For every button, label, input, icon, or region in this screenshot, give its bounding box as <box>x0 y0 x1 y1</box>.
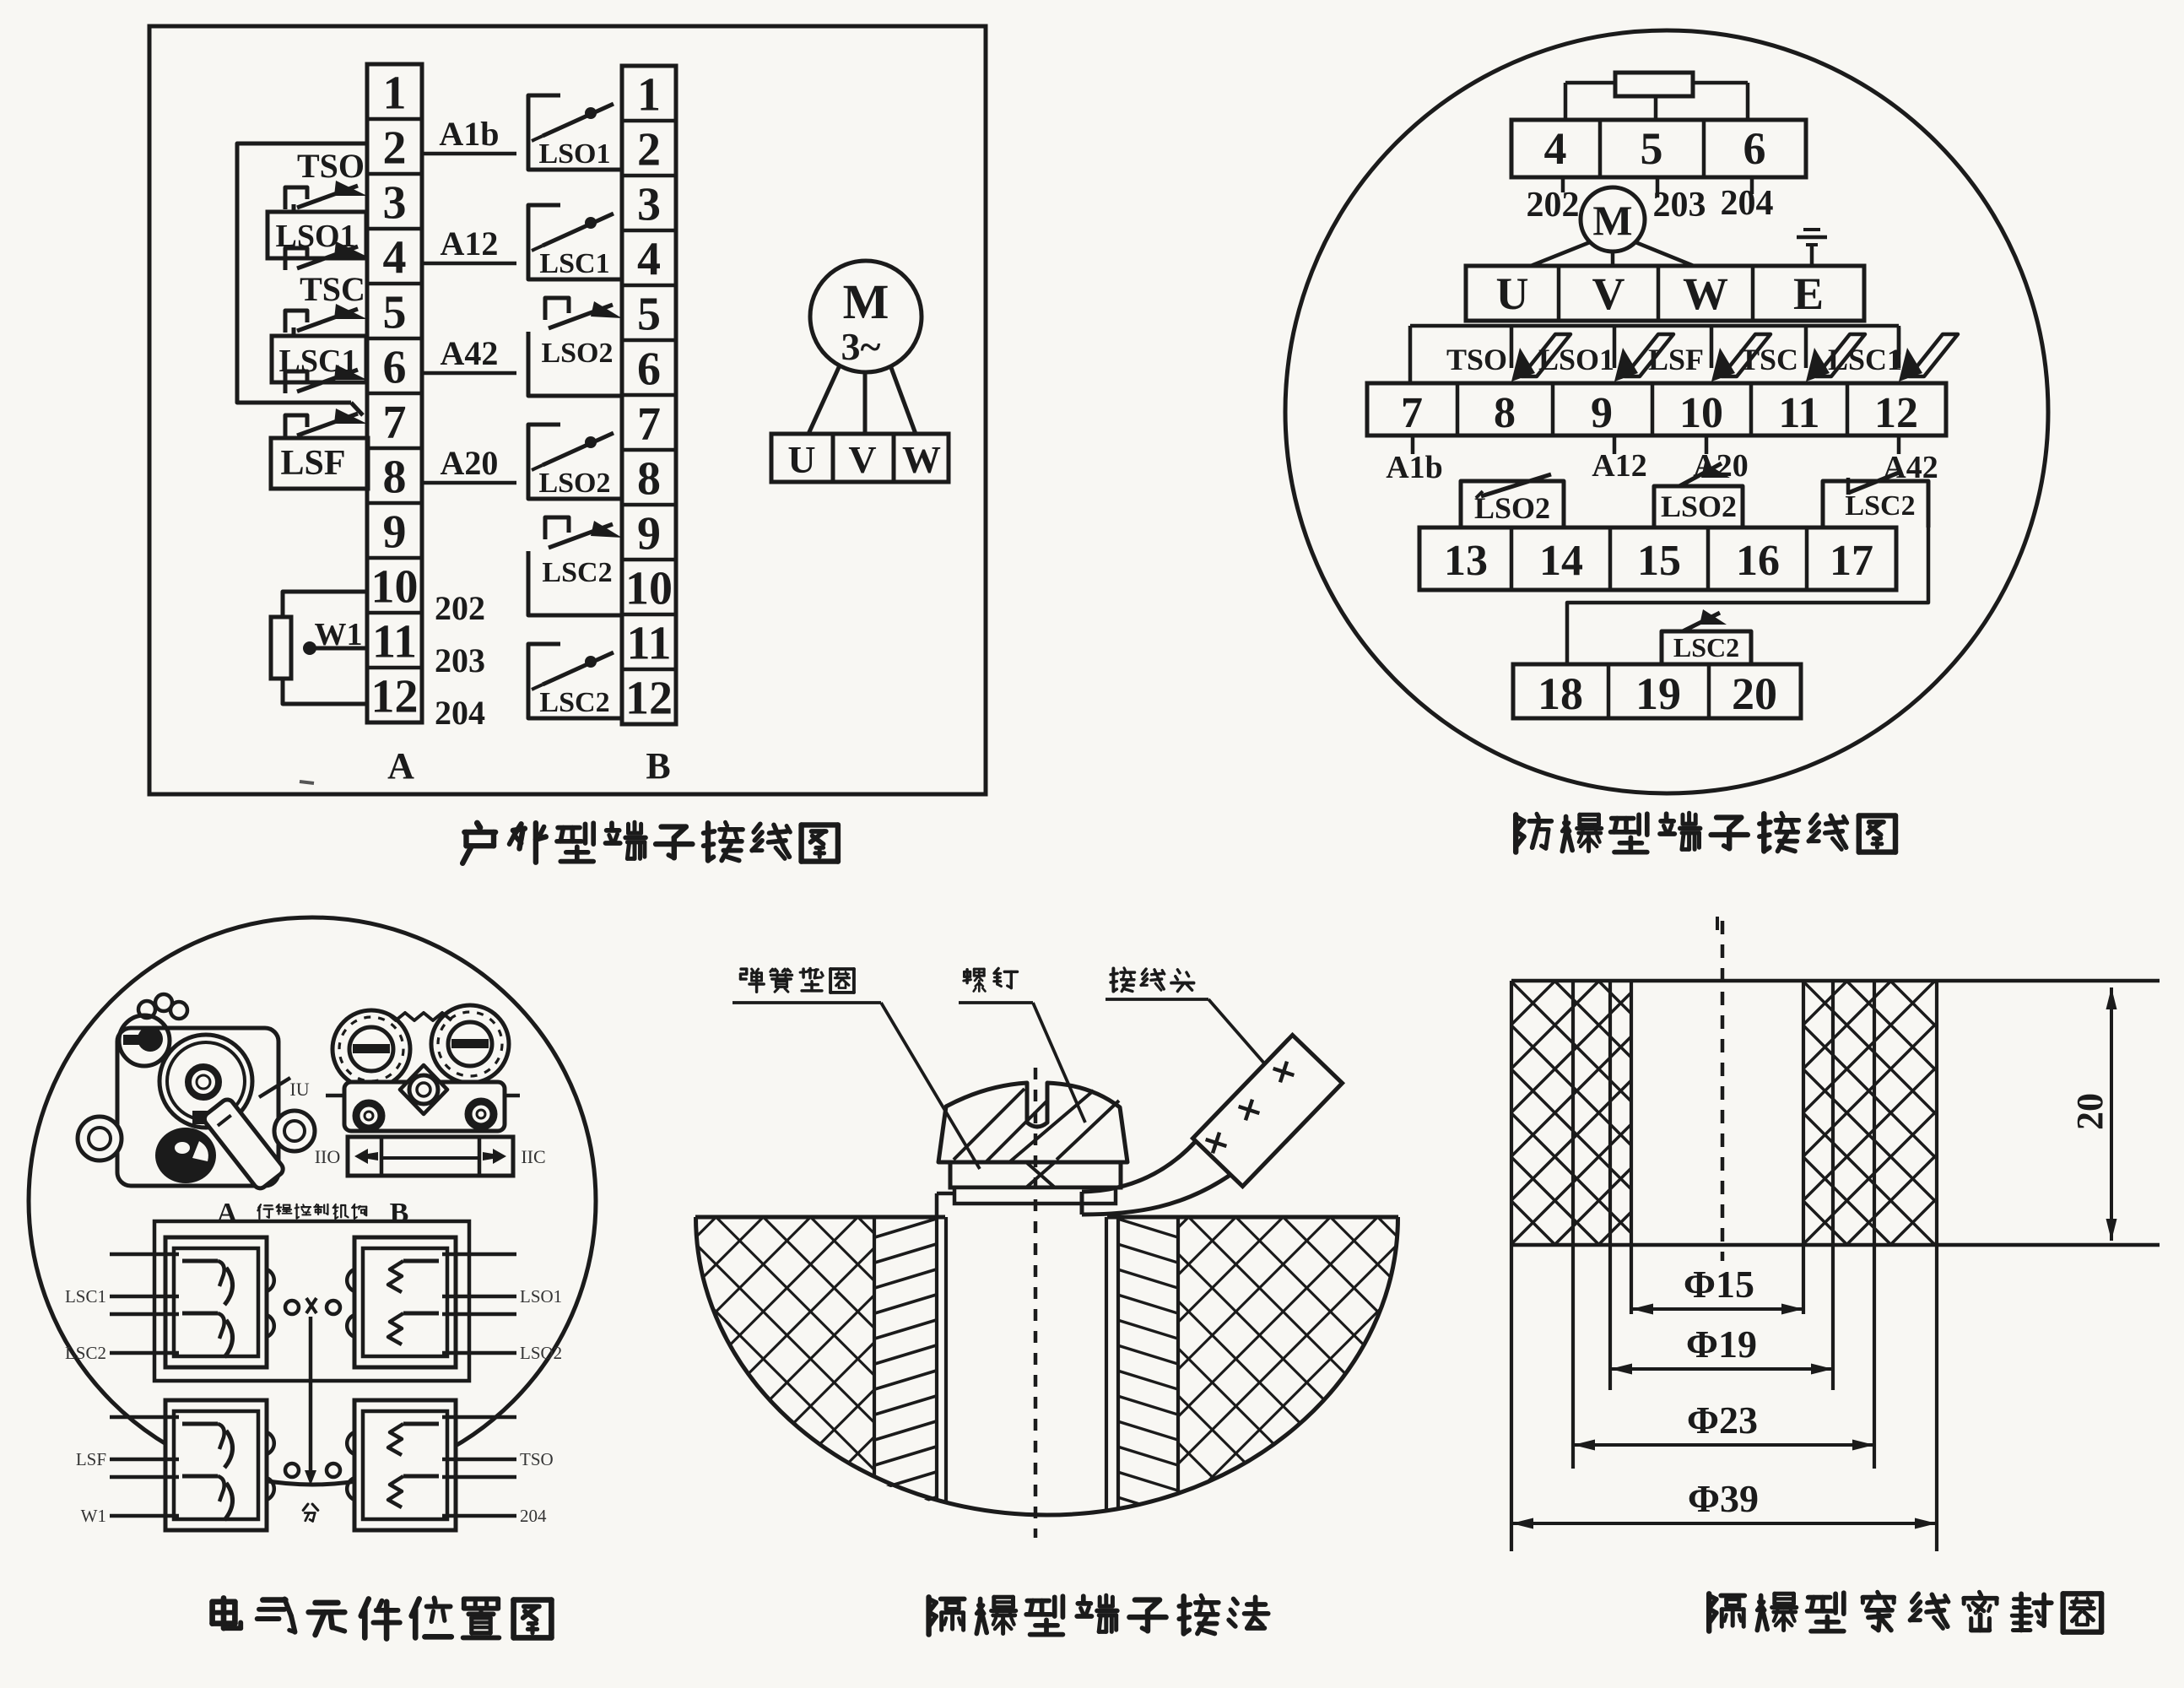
svg-text:14: 14 <box>1539 537 1583 585</box>
svg-text:9: 9 <box>637 508 661 560</box>
svg-text:W: W <box>1683 268 1728 319</box>
svg-text:204: 204 <box>1721 184 1774 223</box>
svg-text:7: 7 <box>637 398 661 451</box>
svg-text:A: A <box>217 1198 238 1229</box>
svg-text:3~: 3~ <box>841 325 881 368</box>
svg-text:5: 5 <box>637 289 661 341</box>
svg-text:15: 15 <box>1637 537 1681 585</box>
svg-text:B: B <box>646 745 670 787</box>
svg-text:11: 11 <box>372 616 417 668</box>
svg-text:12: 12 <box>1874 389 1918 437</box>
svg-text:17: 17 <box>1830 537 1873 585</box>
svg-text:TSC: TSC <box>300 270 365 308</box>
svg-text:LSC2: LSC2 <box>539 687 609 718</box>
svg-text:16: 16 <box>1736 537 1780 585</box>
svg-text:8: 8 <box>1494 389 1516 437</box>
svg-text:10: 10 <box>371 561 419 614</box>
svg-text:LSF: LSF <box>76 1449 106 1469</box>
svg-text:203: 203 <box>435 641 485 679</box>
svg-text:W: W <box>902 438 941 481</box>
svg-text:LSO2: LSO2 <box>520 1343 562 1363</box>
svg-text:W1: W1 <box>315 617 363 652</box>
svg-text:LSC1: LSC1 <box>539 248 609 279</box>
svg-text:LSF: LSF <box>1648 343 1704 376</box>
svg-text:203: 203 <box>1653 186 1706 225</box>
svg-text:3: 3 <box>383 177 407 230</box>
svg-text:Φ23: Φ23 <box>1687 1399 1758 1442</box>
svg-text:204: 204 <box>435 694 485 732</box>
svg-text:LSO2: LSO2 <box>541 338 613 369</box>
svg-text:A1b: A1b <box>1386 450 1443 485</box>
svg-text:V: V <box>1592 268 1625 319</box>
svg-text:4: 4 <box>1544 123 1567 174</box>
svg-text:204: 204 <box>520 1506 547 1526</box>
svg-text:1: 1 <box>383 68 407 120</box>
svg-text:3: 3 <box>637 179 661 231</box>
svg-text:Φ15: Φ15 <box>1684 1263 1754 1306</box>
svg-text:19: 19 <box>1635 668 1681 719</box>
svg-text:6: 6 <box>637 344 661 396</box>
svg-text:U: U <box>787 438 815 481</box>
svg-text:LSC2: LSC2 <box>1673 632 1739 663</box>
svg-text:TSO: TSO <box>1446 343 1507 376</box>
svg-text:8: 8 <box>637 453 661 506</box>
svg-text:V: V <box>848 438 876 481</box>
svg-text:2: 2 <box>383 122 407 175</box>
svg-text:LSO2: LSO2 <box>538 468 610 499</box>
svg-text:LSO2: LSO2 <box>1661 490 1737 523</box>
svg-text:11: 11 <box>1778 389 1819 437</box>
svg-text:5: 5 <box>383 287 407 339</box>
svg-text:202: 202 <box>435 589 485 627</box>
svg-text:TSO: TSO <box>520 1449 554 1469</box>
svg-text:LSC2: LSC2 <box>65 1343 106 1363</box>
svg-text:LSC1: LSC1 <box>65 1286 106 1307</box>
svg-text:LSF: LSF <box>280 444 345 483</box>
svg-text:6: 6 <box>1743 123 1766 174</box>
svg-text:LSO1: LSO1 <box>520 1286 562 1307</box>
svg-text:20: 20 <box>1732 668 1777 719</box>
svg-text:10: 10 <box>1679 389 1723 437</box>
svg-text:1: 1 <box>637 69 661 122</box>
svg-text:A1b: A1b <box>439 115 499 153</box>
svg-text:E: E <box>1793 268 1824 319</box>
svg-text:LSC2: LSC2 <box>1845 490 1915 522</box>
svg-text:LSO2: LSO2 <box>1474 491 1550 525</box>
svg-text:7: 7 <box>1401 389 1423 437</box>
svg-text:202: 202 <box>1527 186 1580 225</box>
svg-text:9: 9 <box>1591 389 1613 437</box>
svg-text:W1: W1 <box>81 1506 106 1526</box>
svg-text:M: M <box>843 274 889 329</box>
svg-text:7: 7 <box>383 397 407 449</box>
svg-text:A: A <box>387 745 414 787</box>
svg-text:4: 4 <box>383 232 407 284</box>
svg-text:U: U <box>1496 268 1529 319</box>
svg-text:6: 6 <box>383 342 407 394</box>
svg-text:IU: IU <box>289 1079 309 1100</box>
svg-text:A20: A20 <box>441 444 499 482</box>
svg-text:9: 9 <box>383 506 407 559</box>
svg-text:11: 11 <box>627 618 672 670</box>
svg-text:B: B <box>390 1198 409 1229</box>
svg-text:4: 4 <box>637 234 661 286</box>
svg-text:12: 12 <box>371 671 419 723</box>
svg-text:2: 2 <box>637 124 661 176</box>
svg-text:IIO: IIO <box>315 1146 341 1167</box>
svg-text:A12: A12 <box>1592 448 1646 484</box>
svg-text:20: 20 <box>2069 1093 2111 1130</box>
svg-text:A42: A42 <box>441 334 499 372</box>
svg-text:A12: A12 <box>441 225 499 262</box>
svg-text:10: 10 <box>625 563 673 615</box>
svg-text:12: 12 <box>625 673 673 725</box>
svg-text:18: 18 <box>1538 668 1583 719</box>
svg-text:LSC2: LSC2 <box>542 557 612 588</box>
svg-text:8: 8 <box>383 452 407 504</box>
svg-text:TSO: TSO <box>297 147 365 185</box>
svg-text:IIC: IIC <box>521 1146 545 1167</box>
svg-text:LSO1: LSO1 <box>538 138 610 170</box>
svg-text:Φ39: Φ39 <box>1688 1477 1759 1520</box>
svg-text:13: 13 <box>1444 537 1488 585</box>
svg-text:M: M <box>1592 197 1632 244</box>
svg-text:5: 5 <box>1641 123 1663 174</box>
svg-text:Φ19: Φ19 <box>1686 1323 1757 1366</box>
